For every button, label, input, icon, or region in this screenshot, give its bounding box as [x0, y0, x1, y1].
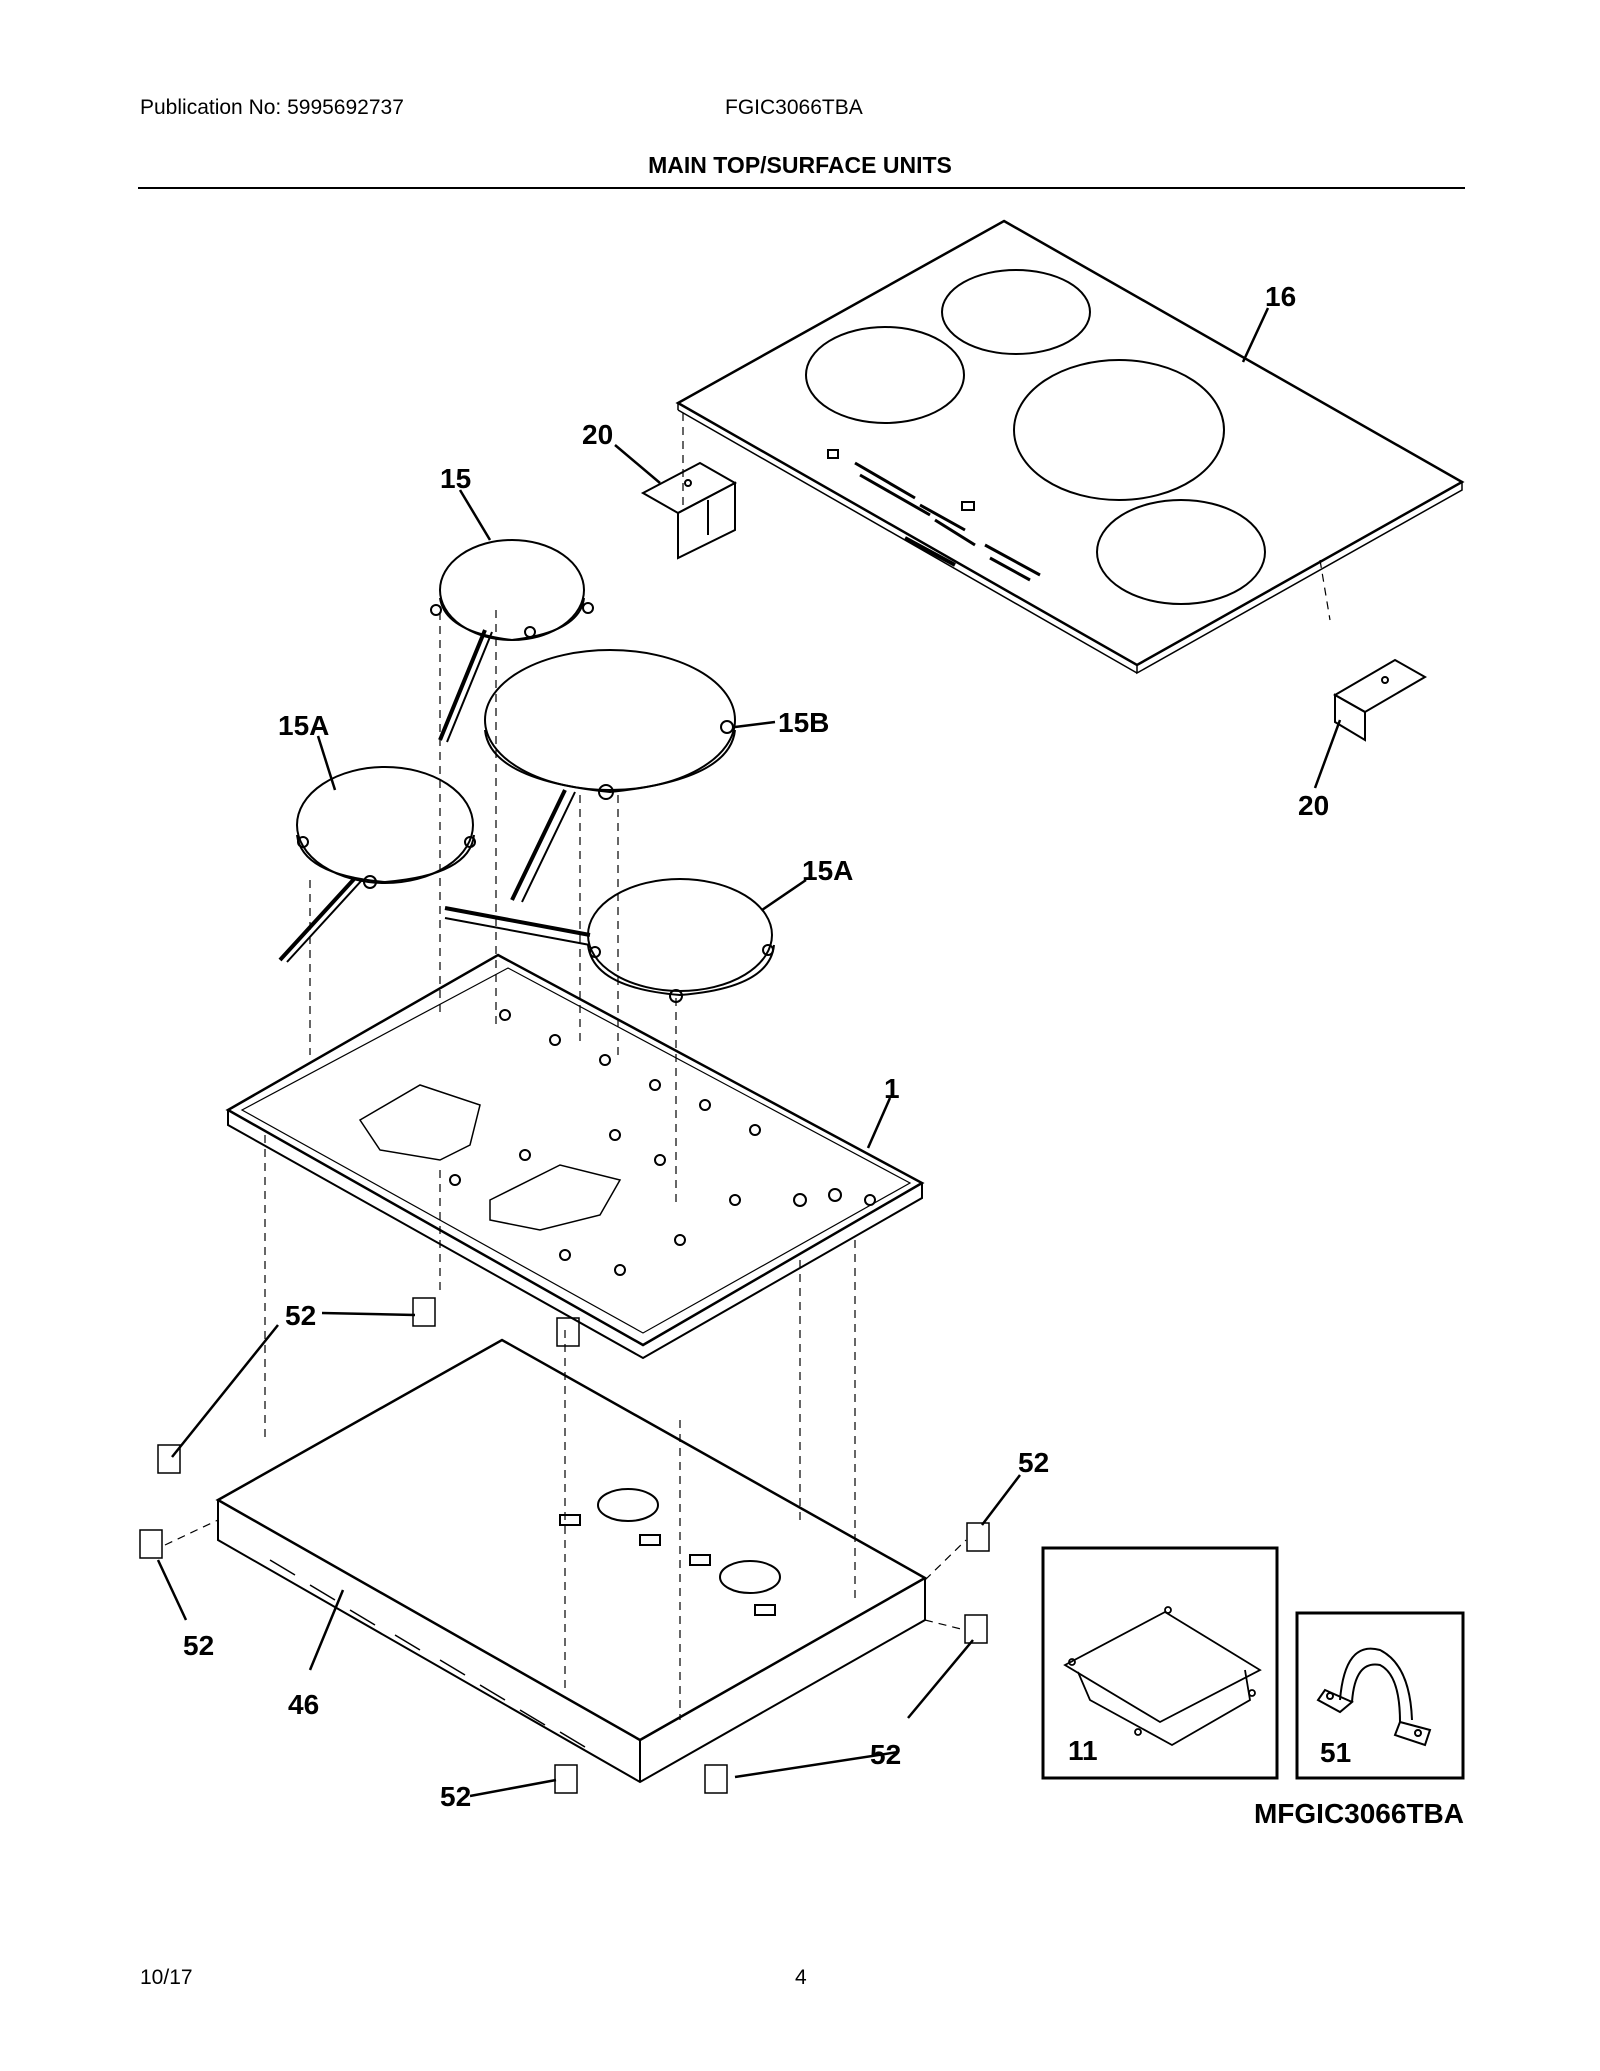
lower-box-part — [215, 1338, 928, 1784]
inset-part-11 — [1063, 1606, 1262, 1747]
callout-16: 16 — [1265, 281, 1296, 312]
callout-46: 46 — [288, 1689, 319, 1720]
heating-element-15b — [484, 649, 736, 903]
publication-number: Publication No: 5995692737 — [140, 96, 404, 119]
callout-52-d: 52 — [870, 1739, 901, 1770]
heating-element-15a-left — [278, 766, 476, 963]
inset-box-11 — [1041, 1546, 1279, 1780]
glass-cooktop-part — [675, 219, 1465, 675]
model-number: FGIC3066TBA — [725, 96, 863, 119]
callout-51: 51 — [1320, 1737, 1351, 1768]
diagram-code: MFGIC3066TBA — [1253, 1798, 1464, 1829]
callout-15: 15 — [440, 463, 471, 494]
heating-element-15 — [430, 539, 594, 743]
callout-52-a: 52 — [285, 1300, 316, 1331]
callout-20-top: 20 — [582, 419, 613, 450]
bracket-part-right — [1332, 658, 1428, 742]
callout-52-e: 52 — [440, 1781, 471, 1812]
callout-15a-right: 15A — [802, 855, 853, 886]
footer-date: 10/17 — [140, 1966, 193, 1989]
inset-part-51 — [1316, 1647, 1432, 1747]
leader-lines — [156, 307, 1342, 1798]
callout-15b: 15B — [778, 707, 829, 738]
alignment-lines — [164, 413, 1331, 1720]
callout-1: 1 — [884, 1073, 900, 1104]
inset-box-51 — [1295, 1611, 1465, 1780]
top-frame-part — [225, 953, 925, 1360]
bracket-part-left — [640, 461, 738, 560]
title-rule — [138, 187, 1465, 189]
callout-20-bottom: 20 — [1298, 790, 1329, 821]
section-title: MAIN TOP/SURFACE UNITS — [648, 152, 952, 178]
callout-11: 11 — [1068, 1735, 1098, 1766]
clip-parts — [139, 1297, 990, 1794]
heating-element-15a-right — [444, 878, 775, 1003]
callout-52-b: 52 — [1018, 1447, 1049, 1478]
page-number: 4 — [795, 1966, 807, 1989]
callout-15a-left: 15A — [278, 710, 329, 741]
callout-52-c: 52 — [183, 1630, 214, 1661]
